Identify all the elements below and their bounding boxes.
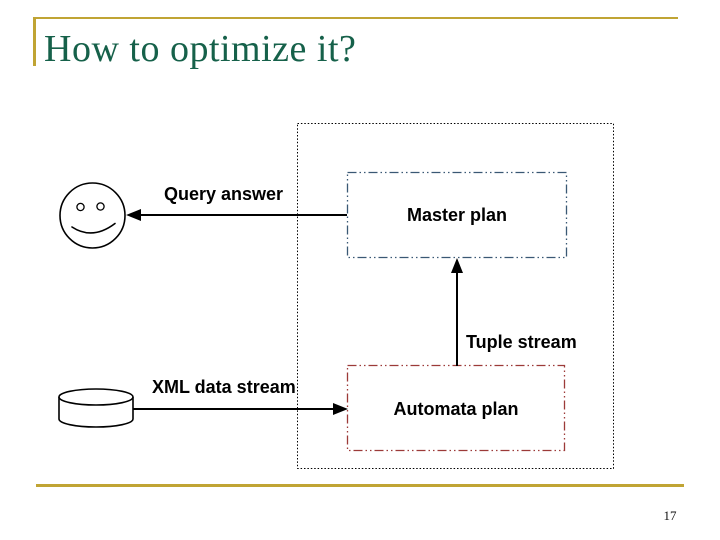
smiley-mouth: [71, 222, 116, 234]
bottom-accent-line: [36, 484, 684, 487]
system-boundary-box: [297, 123, 614, 469]
master-plan-box: [346, 171, 568, 259]
smiley-right-eye: [96, 202, 105, 211]
smiley-face-icon: [59, 182, 126, 249]
automata-plan-box: [346, 364, 566, 452]
smiley-left-eye: [76, 202, 85, 212]
tuple-stream-arrow: [451, 258, 463, 366]
top-accent-line: [33, 17, 678, 19]
automata-plan-label: Automata plan: [393, 399, 518, 419]
left-accent-bar: [33, 17, 36, 66]
database-cylinder-icon: [58, 388, 134, 428]
query-answer-arrow: [126, 209, 347, 221]
page-number: 17: [663, 508, 677, 523]
query-answer-label: Query answer: [164, 184, 283, 204]
slide-title: How to optimize it?: [44, 28, 357, 70]
tuple-stream-label: Tuple stream: [466, 332, 577, 352]
xml-data-stream-label: XML data stream: [152, 377, 296, 397]
master-plan-label: Master plan: [407, 205, 507, 225]
xml-data-stream-arrow: [133, 403, 348, 415]
